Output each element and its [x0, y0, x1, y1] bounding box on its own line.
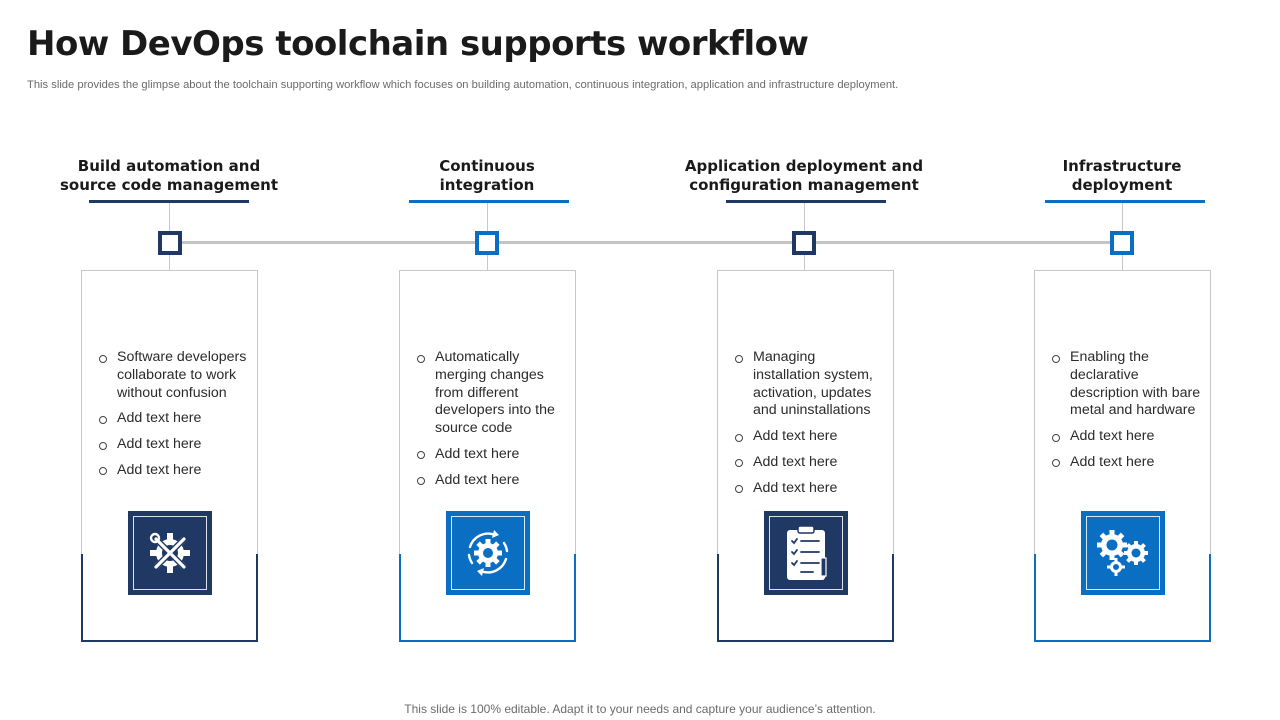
- gear-cycle-icon: [467, 530, 509, 576]
- connector-line: [169, 203, 170, 231]
- page-subtitle: This slide provides the glimpse about th…: [27, 79, 899, 91]
- timeline-node: [475, 231, 499, 255]
- connector-line: [804, 255, 805, 270]
- column-underline: [409, 200, 569, 203]
- bullet-list: Software developers collaborate to work …: [98, 349, 248, 488]
- bullet-item: Add text here: [734, 480, 884, 498]
- timeline-node: [158, 231, 182, 255]
- timeline-line: [170, 241, 1122, 244]
- card-bracket: [81, 554, 258, 642]
- page-title: How DevOps toolchain supports workflow: [27, 24, 809, 64]
- column-title-line: deployment: [1071, 176, 1173, 194]
- card-bracket: [717, 554, 894, 642]
- bullet-item: Add text here: [1051, 454, 1201, 472]
- column-title-continuous-integration: Continuous integration: [337, 157, 637, 195]
- card-application-deployment: Managing installation system, activation…: [717, 270, 894, 642]
- timeline-node: [1110, 231, 1134, 255]
- column-title-build-automation: Build automation and source code managem…: [19, 157, 319, 195]
- icon-frame: [133, 516, 207, 590]
- card-infrastructure-deployment: Enabling the declarative description wit…: [1034, 270, 1211, 642]
- column-underline: [726, 200, 886, 203]
- bullet-item: Enabling the declarative description wit…: [1051, 349, 1201, 420]
- bullet-list: Managing installation system, activation…: [734, 349, 884, 506]
- card-continuous-integration: Automatically merging changes from diffe…: [399, 270, 576, 642]
- bullet-item: Automatically merging changes from diffe…: [416, 349, 566, 438]
- bullet-item: Add text here: [734, 428, 884, 446]
- connector-line: [169, 255, 170, 270]
- bullet-item: Add text here: [416, 446, 566, 464]
- bullet-item: Add text here: [98, 436, 248, 454]
- column-title-line: source code management: [59, 176, 279, 194]
- icon-tile: [446, 511, 530, 595]
- card-bracket: [1034, 554, 1211, 642]
- connector-line: [804, 203, 805, 231]
- tools-gear-icon: [149, 532, 190, 574]
- icon-frame: [1086, 516, 1160, 590]
- bullet-item: Managing installation system, activation…: [734, 349, 884, 420]
- icon-frame: [451, 516, 525, 590]
- checklist-clipboard-icon: [787, 525, 827, 580]
- column-underline: [1045, 200, 1205, 203]
- column-title-line: Build automation and: [77, 157, 261, 175]
- bullet-item: Add text here: [1051, 428, 1201, 446]
- bullet-item: Software developers collaborate to work …: [98, 349, 248, 402]
- icon-tile: [1081, 511, 1165, 595]
- column-title-line: configuration management: [689, 176, 919, 194]
- column-title-line: Application deployment and: [684, 157, 924, 175]
- footer-note: This slide is 100% editable. Adapt it to…: [404, 702, 876, 716]
- bullet-list: Enabling the declarative description wit…: [1051, 349, 1201, 480]
- timeline-node: [792, 231, 816, 255]
- column-title-application-deployment: Application deployment and configuration…: [654, 157, 954, 195]
- gears-icon: [1097, 530, 1148, 576]
- bullet-list: Automatically merging changes from diffe…: [416, 349, 566, 498]
- card-bracket: [399, 554, 576, 642]
- icon-tile: [128, 511, 212, 595]
- column-title-line: Continuous: [439, 157, 535, 175]
- column-title-line: Infrastructure: [1062, 157, 1182, 175]
- column-underline: [89, 200, 249, 203]
- bullet-item: Add text here: [98, 410, 248, 428]
- bullet-item: Add text here: [734, 454, 884, 472]
- icon-frame: [769, 516, 843, 590]
- connector-line: [487, 203, 488, 231]
- card-build-automation: Software developers collaborate to work …: [81, 270, 258, 642]
- connector-line: [487, 255, 488, 270]
- column-title-infrastructure-deployment: Infrastructure deployment: [972, 157, 1272, 195]
- bullet-item: Add text here: [98, 462, 248, 480]
- connector-line: [1122, 203, 1123, 231]
- column-title-line: integration: [439, 176, 535, 194]
- icon-tile: [764, 511, 848, 595]
- connector-line: [1122, 255, 1123, 270]
- bullet-item: Add text here: [416, 472, 566, 490]
